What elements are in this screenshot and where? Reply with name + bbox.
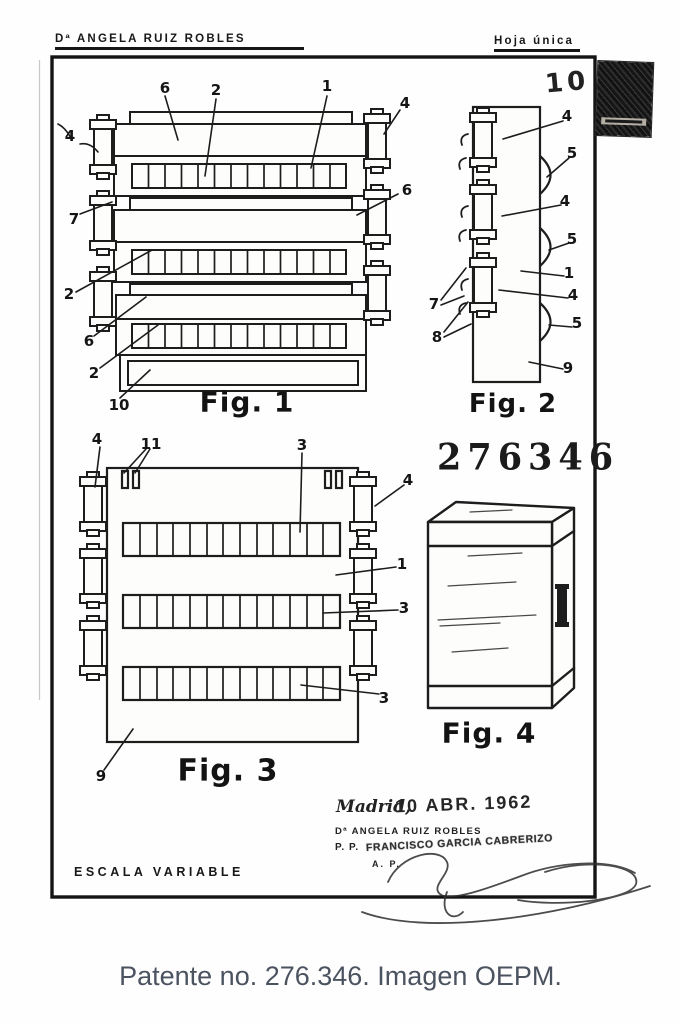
ref-numeral: 1 [397, 555, 407, 573]
ref-numeral: 5 [567, 144, 577, 162]
ref-numeral: 6 [402, 181, 412, 199]
ref-numeral: 4 [65, 127, 75, 145]
author-name-header: Dª ANGELA RUIZ ROBLES [55, 33, 304, 50]
fig4-drawing [428, 502, 574, 708]
scale-note: ESCALA VARIABLE [74, 865, 244, 879]
ref-numeral: 2 [64, 285, 74, 303]
ref-numeral: 6 [84, 332, 94, 350]
ref-numeral: 1 [322, 77, 332, 95]
ref-numeral: 6 [160, 79, 170, 97]
ref-numeral: 11 [141, 435, 162, 453]
ref-numeral: 8 [432, 328, 442, 346]
ref-numeral: 1 [564, 264, 574, 282]
fig2-drawing [441, 107, 572, 382]
ref-numeral: 9 [563, 359, 573, 377]
ref-numeral: 7 [69, 210, 79, 228]
fig1-drawing [58, 96, 400, 398]
ref-numeral: 4 [92, 430, 102, 448]
footer-initials: A. P. [372, 859, 401, 869]
footer-pp: P. P. [335, 842, 359, 853]
ref-numeral: 3 [399, 599, 409, 617]
fig3-caption: Fig. 3 [178, 754, 279, 789]
fig2-caption: Fig. 2 [469, 389, 557, 419]
ref-numeral: 4 [568, 286, 578, 304]
image-caption: Patente no. 276.346. Imagen OEPM. [0, 961, 681, 992]
ref-numeral: 3 [297, 436, 307, 454]
ref-numeral: 2 [211, 81, 221, 99]
ref-numeral: 7 [429, 295, 439, 313]
fig2-hooks [459, 134, 468, 314]
ref-numeral: 4 [403, 471, 413, 489]
ref-numeral: 4 [400, 94, 410, 112]
ref-numeral: 5 [572, 314, 582, 332]
fig1-caption: Fig. 1 [200, 386, 295, 419]
ref-numeral: 5 [567, 230, 577, 248]
ref-numeral: 3 [379, 689, 389, 707]
ref-numeral: 4 [560, 192, 570, 210]
patent-number-stamp: 276346 [437, 436, 619, 479]
ink-stamp [596, 61, 654, 137]
ref-numeral: 10 [109, 396, 130, 414]
sheet-note: Hoja única [494, 35, 580, 52]
ink-stamp-band [601, 117, 646, 126]
ref-numeral: 4 [562, 107, 572, 125]
ref-numeral: 9 [96, 767, 106, 785]
ref-numeral: 2 [89, 364, 99, 382]
fig3-drawing [80, 447, 404, 770]
ink-stamp-band-text [605, 119, 642, 123]
footer-author-name: Dª ANGELA RUIZ ROBLES [335, 826, 482, 837]
signature [362, 854, 650, 923]
fig4-caption: Fig. 4 [442, 717, 537, 750]
